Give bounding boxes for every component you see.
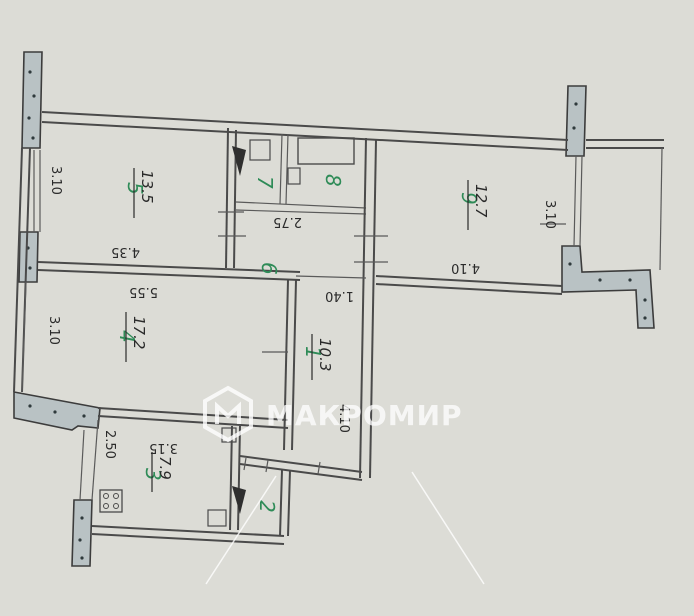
room-7-number: 7 bbox=[253, 176, 277, 189]
dim-room1-width: 1.40 bbox=[325, 288, 354, 303]
makromir-logo-icon bbox=[203, 385, 253, 443]
dim-room5-height: 3.10 bbox=[48, 166, 63, 195]
room-1-number: 1 bbox=[301, 346, 325, 359]
vent-shaft-2-icon bbox=[232, 486, 246, 514]
door-marks bbox=[21, 150, 583, 501]
wall-kitchen-left bbox=[71, 499, 93, 567]
room-numbers: 5 7 8 9 6 4 1 3 2 bbox=[115, 174, 481, 513]
fixtures bbox=[99, 137, 355, 527]
dim-room3-height: 2.50 bbox=[102, 430, 117, 459]
stove-icon bbox=[99, 489, 123, 513]
room-areas: 13.5 12.7 17.2 10.3 7.9 bbox=[130, 170, 490, 480]
wall-dots bbox=[26, 70, 647, 560]
room-4-area: 17.2 bbox=[130, 316, 148, 349]
bathtub-icon bbox=[297, 137, 355, 165]
dim-room4-width: 5.55 bbox=[129, 284, 158, 299]
dim-room9-width: 4.10 bbox=[451, 260, 480, 275]
dimension-labels: 3.10 4.35 3.10 4.10 3.10 5.55 2.75 1.40 … bbox=[46, 166, 557, 459]
room-9-number: 9 bbox=[457, 192, 481, 205]
exterior-walls bbox=[13, 51, 655, 567]
dim-room4-height: 3.10 bbox=[46, 316, 61, 345]
vent-shaft-icon bbox=[232, 146, 246, 176]
dim-room9-height: 3.10 bbox=[542, 200, 557, 229]
room-4-number: 4 bbox=[115, 330, 139, 343]
sink-icon bbox=[287, 167, 301, 185]
room-1-area: 10.3 bbox=[316, 338, 334, 371]
dim-room1-length: 4.10 bbox=[336, 404, 351, 433]
watermark-text: МАКРОМИР bbox=[266, 399, 463, 432]
room-9-area: 12.7 bbox=[472, 184, 490, 218]
wall-right-top bbox=[565, 85, 587, 157]
room-6-number: 6 bbox=[257, 262, 281, 275]
fraction-bars bbox=[125, 168, 469, 492]
room-2-number: 2 bbox=[255, 500, 279, 513]
wall-left-top bbox=[21, 51, 43, 149]
room-3-number: 3 bbox=[141, 468, 165, 481]
room-5-area: 13.5 bbox=[138, 170, 156, 203]
toilet-icon bbox=[249, 139, 271, 161]
wall-right-corner bbox=[561, 245, 655, 329]
room-8-number: 8 bbox=[321, 174, 345, 187]
room-3-area: 7.9 bbox=[156, 456, 174, 480]
room-5-number: 5 bbox=[123, 182, 147, 195]
wall-left-mid bbox=[18, 231, 39, 283]
kitchen-sink-icon bbox=[207, 509, 227, 527]
dim-room5-width: 4.35 bbox=[111, 244, 140, 259]
interior-walls bbox=[13, 111, 664, 545]
dim-room6-width: 2.75 bbox=[273, 214, 302, 229]
watermark: МАКРОМИР bbox=[203, 385, 463, 443]
glare-lines bbox=[205, 471, 485, 585]
dim-room3-width: 3.15 bbox=[149, 440, 178, 455]
